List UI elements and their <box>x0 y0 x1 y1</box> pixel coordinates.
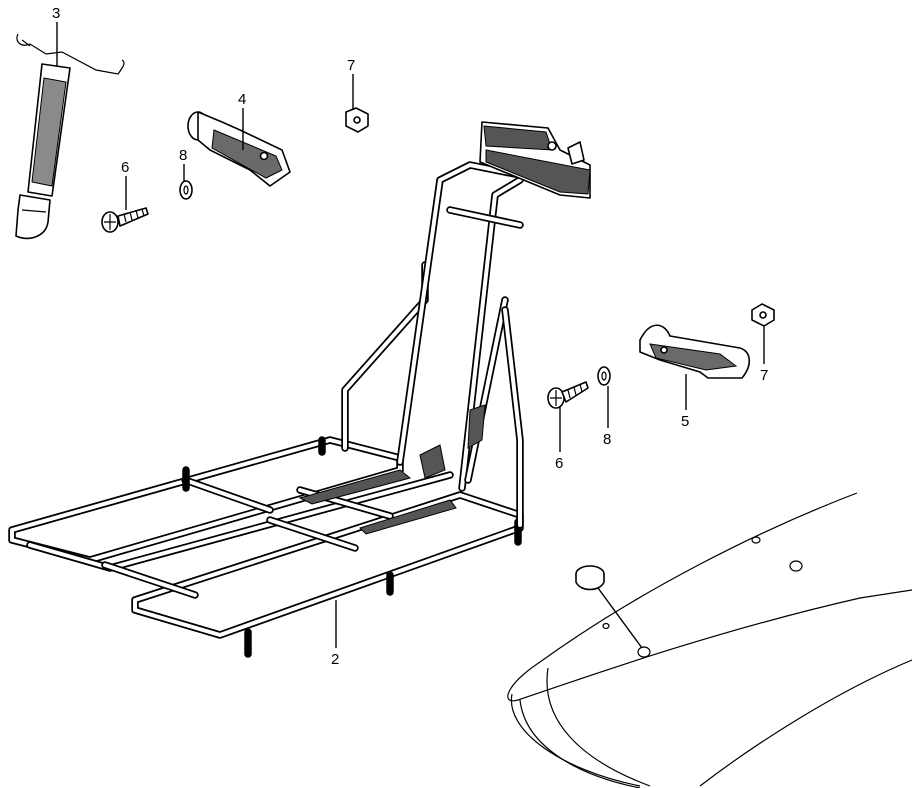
fender-cap-icon <box>575 565 643 649</box>
bolt-icon <box>101 207 149 233</box>
nut-icon <box>345 107 369 133</box>
bolt-icon <box>547 381 589 409</box>
callout-8: 8 <box>179 147 187 164</box>
carrier-bracket-right-icon <box>639 324 751 379</box>
rear-carrier-rack-icon <box>8 121 591 658</box>
callout-labels: 3 4 7 6 8 7 5 6 8 2 <box>52 5 768 668</box>
callout-6: 6 <box>121 159 129 176</box>
nut-icon <box>751 303 775 327</box>
callout-6: 6 <box>555 455 563 472</box>
carrier-bracket-left-icon <box>187 111 291 187</box>
callout-8: 8 <box>603 431 611 448</box>
callout-7: 7 <box>760 367 768 384</box>
washer-icon <box>597 366 611 386</box>
washer-icon <box>179 180 193 200</box>
callout-2: 2 <box>331 651 339 668</box>
callout-5: 5 <box>681 413 689 430</box>
leader-lines <box>56 22 765 648</box>
callout-3: 3 <box>52 5 60 22</box>
rear-fender-icon <box>507 492 913 788</box>
elastic-strap-icon <box>15 33 125 240</box>
callout-4: 4 <box>238 91 246 108</box>
callout-7: 7 <box>347 57 355 74</box>
